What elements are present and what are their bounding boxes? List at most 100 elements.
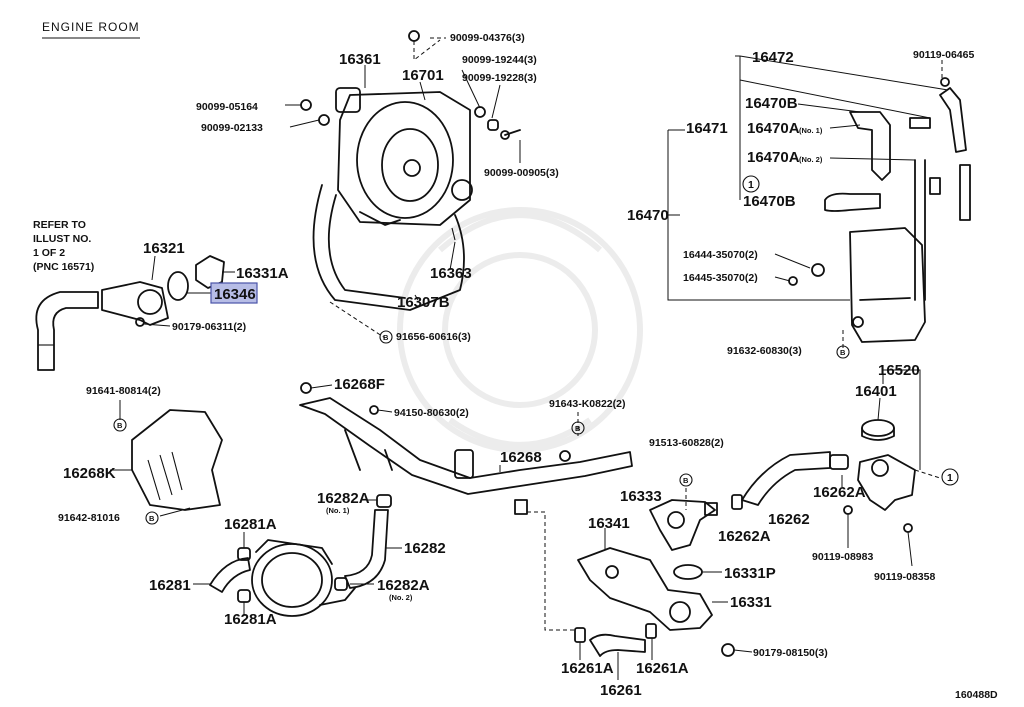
label-90099-00905[interactable]: 90099-00905(3) xyxy=(484,167,559,179)
label-16268F[interactable]: 16268F xyxy=(334,376,385,393)
label-16282A-no2[interactable]: 16282A xyxy=(377,577,430,594)
marker-b-91513: B xyxy=(679,473,693,487)
label-16470B-top[interactable]: 16470B xyxy=(745,95,798,112)
watermark-emblem xyxy=(397,207,643,453)
label-16307B[interactable]: 16307B xyxy=(397,294,450,311)
label-16262A-left[interactable]: 16262A xyxy=(718,528,771,545)
label-16331[interactable]: 16331 xyxy=(730,594,772,611)
plug-94150[interactable] xyxy=(369,405,379,415)
reservoir-hoses[interactable] xyxy=(824,77,971,221)
svg-text:B: B xyxy=(575,424,581,433)
label-90099-05164[interactable]: 90099-05164 xyxy=(196,101,258,113)
label-16281A-bottom[interactable]: 16281A xyxy=(224,611,277,628)
bolt-90179-08150[interactable] xyxy=(721,643,735,657)
label-16262A-right[interactable]: 16262A xyxy=(813,484,866,501)
section-title: ENGINE ROOM xyxy=(42,20,140,34)
grommet-16444[interactable] xyxy=(811,263,825,277)
clip-16445[interactable] xyxy=(788,276,798,286)
label-91642-81016[interactable]: 91642-81016 xyxy=(58,512,120,524)
label-16282[interactable]: 16282 xyxy=(404,540,446,557)
leader-90099-19244 xyxy=(461,69,501,119)
label-16401[interactable]: 16401 xyxy=(855,383,897,400)
label-90099-02133[interactable]: 90099-02133 xyxy=(201,122,263,134)
label-16261[interactable]: 16261 xyxy=(600,682,642,699)
inlet-16520[interactable] xyxy=(857,454,916,511)
label-16470A-no1[interactable]: 16470A xyxy=(747,120,800,137)
left-hose[interactable] xyxy=(35,291,99,371)
marker-b-91643: B xyxy=(571,421,585,435)
label-90119-06465[interactable]: 90119-06465 xyxy=(913,49,974,61)
label-16346[interactable]: 16346 xyxy=(214,286,256,303)
label-90119-08358[interactable]: 90119-08358 xyxy=(874,571,935,583)
label-16282A-no1[interactable]: 16282A xyxy=(317,490,370,507)
water-pipe-16268[interactable] xyxy=(299,397,633,515)
label-16331P[interactable]: 16331P xyxy=(724,565,776,582)
label-16470B-bottom[interactable]: 16470B xyxy=(743,193,796,210)
label-16331A[interactable]: 16331A xyxy=(236,265,289,282)
label-16281A-top[interactable]: 16281A xyxy=(224,516,277,533)
label-16471[interactable]: 16471 xyxy=(686,120,728,137)
label-90179-06311[interactable]: 90179-06311(2) xyxy=(172,321,246,333)
thermostat-housing[interactable] xyxy=(101,255,225,327)
label-16470[interactable]: 16470 xyxy=(627,207,669,224)
label-16281[interactable]: 16281 xyxy=(149,577,191,594)
note-16282A-no1: (No. 1) xyxy=(326,506,350,515)
marker-b-91656: B xyxy=(379,330,393,344)
label-16361[interactable]: 16361 xyxy=(339,51,381,68)
label-16520[interactable]: 16520 xyxy=(878,362,920,379)
protector-16268K[interactable] xyxy=(131,409,223,511)
label-91513-60828[interactable]: 91513-60828(2) xyxy=(649,437,724,449)
label-90099-19228[interactable]: 90099-19228(3) xyxy=(462,72,537,84)
fasteners-fan[interactable] xyxy=(300,30,521,140)
svg-text:1: 1 xyxy=(947,472,953,484)
label-16701[interactable]: 16701 xyxy=(402,67,444,84)
label-16363[interactable]: 16363 xyxy=(430,265,472,282)
label-16472[interactable]: 16472 xyxy=(752,49,794,66)
label-91641-80814[interactable]: 91641-80814(2) xyxy=(86,385,161,397)
hose-16262[interactable] xyxy=(731,451,849,510)
label-90179-08150[interactable]: 90179-08150(3) xyxy=(753,647,828,659)
hose-16261[interactable] xyxy=(574,623,657,657)
bolt-90119-08983[interactable] xyxy=(843,505,853,515)
label-16444-35070[interactable]: 16444-35070(2) xyxy=(683,249,758,261)
reservoir-tank[interactable] xyxy=(849,159,941,343)
label-16333[interactable]: 16333 xyxy=(620,488,662,505)
label-16341[interactable]: 16341 xyxy=(588,515,630,532)
svg-text:B: B xyxy=(683,476,689,485)
fan-shroud-assembly[interactable] xyxy=(312,87,473,311)
label-90099-04376[interactable]: 90099-04376(3) xyxy=(450,32,525,44)
bracket-16520 xyxy=(882,369,921,470)
gasket-16331P[interactable] xyxy=(673,564,703,580)
outlet-16333[interactable] xyxy=(649,499,718,551)
label-91643-K0822[interactable]: 91643-K0822(2) xyxy=(549,398,625,410)
cooler-unit[interactable] xyxy=(251,539,356,617)
leader-90179-06311 xyxy=(143,323,171,327)
label-16470A-no2[interactable]: 16470A xyxy=(747,149,800,166)
gasket-16268F[interactable] xyxy=(300,382,312,394)
bolt-91632[interactable] xyxy=(852,316,864,328)
label-94150-80630[interactable]: 94150-80630(2) xyxy=(394,407,469,419)
bolt-90119-08358[interactable] xyxy=(903,523,913,533)
leaders-housing xyxy=(604,528,753,653)
label-16268K[interactable]: 16268K xyxy=(63,465,116,482)
leaders-pipe xyxy=(310,384,501,472)
label-16262[interactable]: 16262 xyxy=(768,511,810,528)
label-16261A-right[interactable]: 16261A xyxy=(636,660,689,677)
bracket-16470 xyxy=(667,129,850,301)
leader-16363 xyxy=(449,241,456,271)
note-16282A-no2: (No. 2) xyxy=(389,593,413,602)
note-16470A-no1: (No. 1) xyxy=(799,126,823,135)
hose-16281[interactable] xyxy=(209,547,251,603)
label-91632-60830[interactable]: 91632-60830(3) xyxy=(727,345,802,357)
housing-16341[interactable] xyxy=(577,547,713,631)
label-90119-08983[interactable]: 90119-08983 xyxy=(812,551,873,563)
label-16445-35070[interactable]: 16445-35070(2) xyxy=(683,272,758,284)
marker-circle-1-right: 1 xyxy=(941,468,959,486)
cap-16401[interactable] xyxy=(861,419,895,441)
label-16321[interactable]: 16321 xyxy=(143,240,185,257)
label-16261A-left[interactable]: 16261A xyxy=(561,660,614,677)
label-16268[interactable]: 16268 xyxy=(500,449,542,466)
hose-16282[interactable] xyxy=(334,494,392,591)
label-91656-60616[interactable]: 91656-60616(3) xyxy=(396,331,471,343)
label-90099-19244[interactable]: 90099-19244(3) xyxy=(462,54,537,66)
